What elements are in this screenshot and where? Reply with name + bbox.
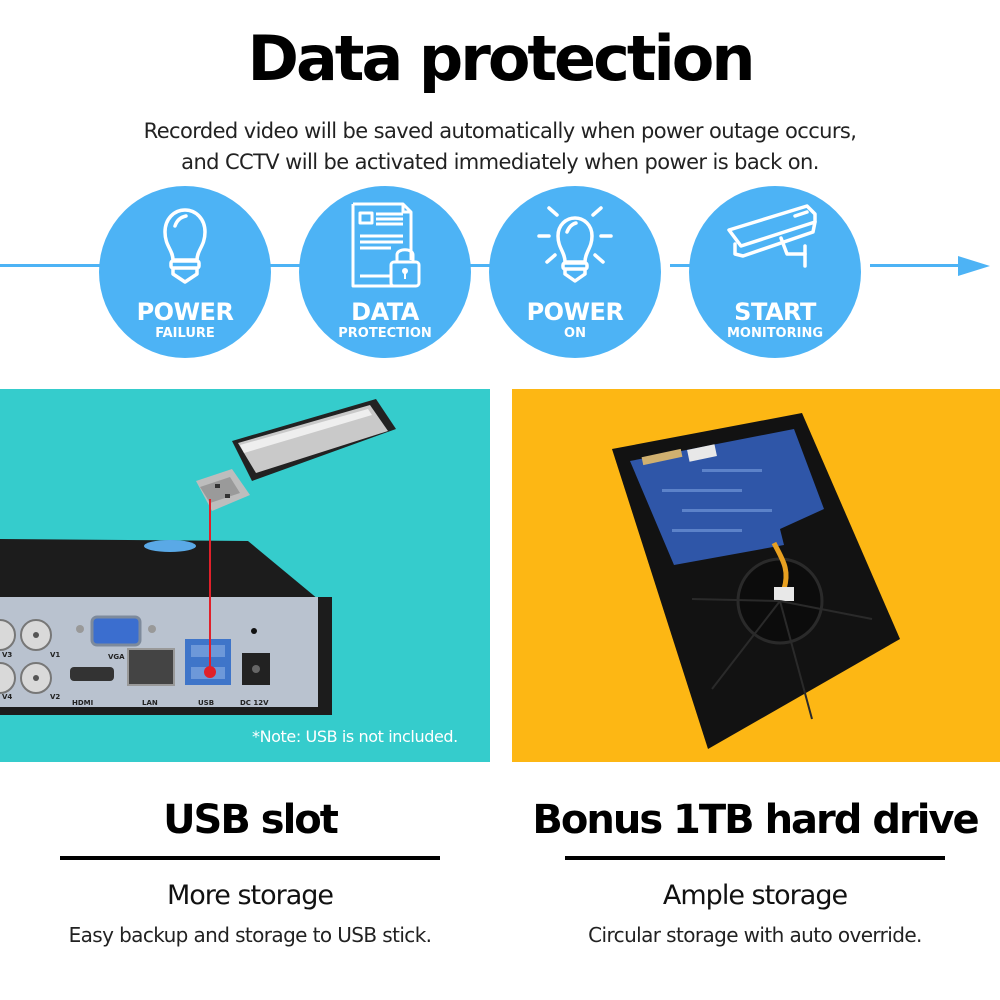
subtitle-line-2: and CCTV will be activated immediately w…	[181, 150, 819, 174]
dvr-usb-illustration: V3 V1 V4 V2 VGA HDMI LAN USB DC 12V	[0, 399, 396, 715]
subtitle-line-1: Recorded video will be saved automatical…	[143, 119, 857, 143]
page-title: Data protection	[247, 22, 756, 95]
feature-description: Circular storage with auto override.	[588, 923, 922, 947]
step-title: START	[734, 298, 816, 326]
usb-slot-image: V3 V1 V4 V2 VGA HDMI LAN USB DC 12V *Not…	[0, 389, 490, 762]
feature-heading: USB slot	[163, 797, 339, 843]
flow-connector	[0, 264, 110, 267]
flow-connector	[870, 264, 962, 267]
svg-text:V1: V1	[50, 651, 60, 659]
security-camera-icon	[727, 204, 817, 268]
lit-lightbulb-icon	[537, 206, 613, 283]
feature-heading: Bonus 1TB hard drive	[532, 797, 979, 843]
svg-text:USB: USB	[198, 699, 214, 707]
flow-connector	[270, 264, 310, 267]
step-subtitle: FAILURE	[155, 326, 215, 341]
flow-step-power-on: POWER ON	[489, 186, 661, 358]
process-flow: POWER FAILURE DATA PROTECTION	[0, 180, 1000, 360]
hard-drive-illustration	[612, 413, 900, 749]
feature-description: Easy backup and storage to USB stick.	[68, 923, 432, 947]
step-title: POWER	[526, 298, 624, 326]
divider	[60, 856, 440, 860]
port-label: V3	[2, 651, 12, 659]
locked-document-icon	[351, 202, 421, 288]
flow-step-power-failure: POWER FAILURE	[99, 186, 271, 358]
svg-text:DC 12V: DC 12V	[240, 699, 269, 707]
feature-hard-drive: Bonus 1TB hard drive Ample storage Circu…	[505, 790, 1000, 947]
step-title: DATA	[351, 298, 419, 326]
step-subtitle: PROTECTION	[338, 326, 432, 341]
step-title: POWER	[136, 298, 234, 326]
step-subtitle: MONITORING	[726, 326, 824, 341]
hard-drive-image	[512, 389, 1000, 762]
usb-stick-icon	[196, 399, 396, 511]
feature-subheading: Ample storage	[662, 880, 848, 911]
step-subtitle: ON	[564, 326, 586, 341]
divider	[565, 856, 945, 860]
svg-text:V2: V2	[50, 693, 60, 701]
usb-not-included-note: *Note: USB is not included.	[252, 727, 458, 746]
arrow-right-icon	[958, 256, 990, 276]
lightbulb-icon	[163, 208, 207, 284]
svg-text:V4: V4	[2, 693, 12, 701]
feature-usb-slot: USB slot More storage Easy backup and st…	[0, 790, 500, 947]
flow-step-start-monitoring: START MONITORING	[689, 186, 861, 358]
flow-step-data-protection: DATA PROTECTION	[299, 186, 471, 358]
svg-text:LAN: LAN	[142, 699, 158, 707]
page-subtitle: Recorded video will be saved automatical…	[0, 116, 1000, 178]
svg-text:VGA: VGA	[108, 653, 125, 661]
feature-subheading: More storage	[166, 880, 334, 911]
svg-text:HDMI: HDMI	[72, 699, 93, 707]
